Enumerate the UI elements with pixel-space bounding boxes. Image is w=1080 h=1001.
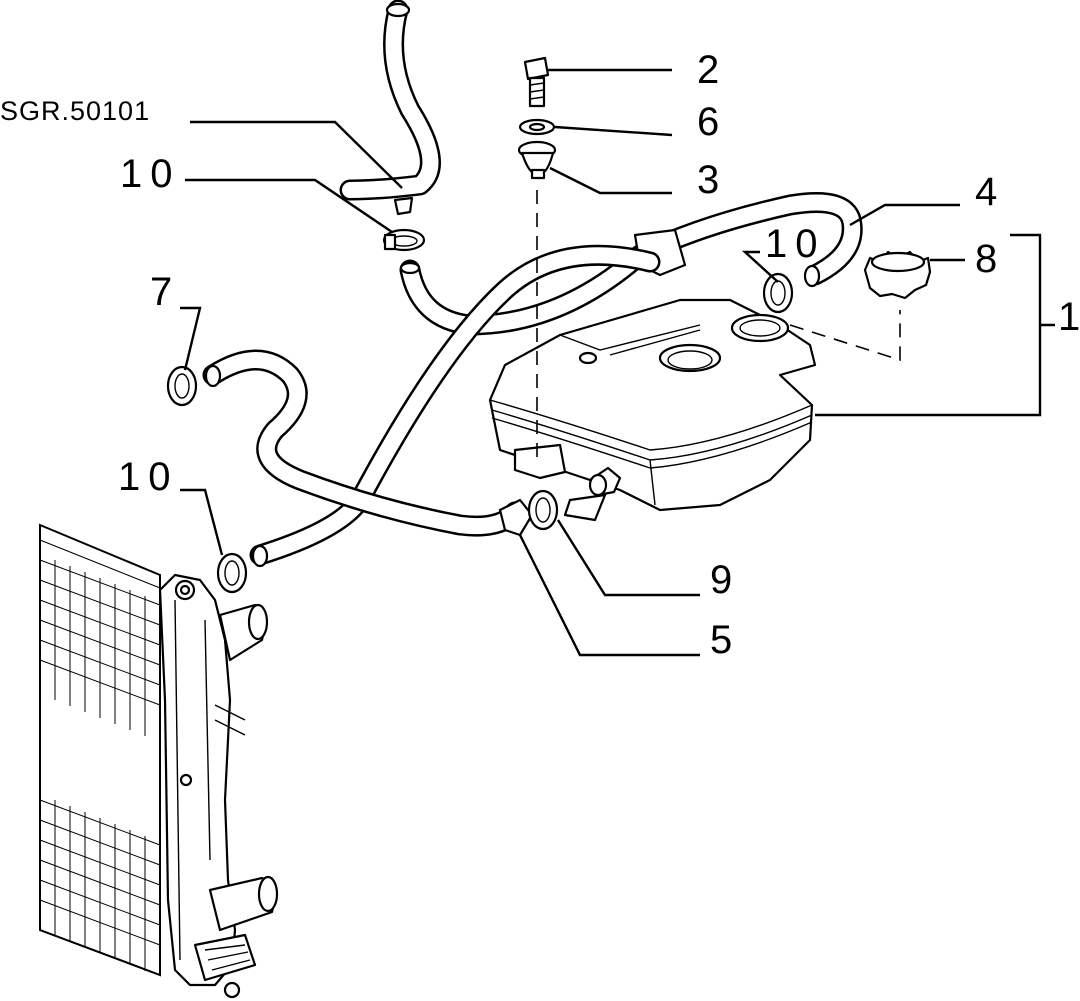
radiator	[39, 523, 279, 999]
callout-10-top: 10	[120, 152, 181, 196]
cap-8	[863, 250, 932, 300]
bolt-2	[523, 56, 550, 108]
callout-10-right: 10	[765, 222, 826, 266]
reference-label: SGR.50101	[0, 96, 150, 126]
callout-3: 3	[697, 158, 719, 202]
expansion-tank	[488, 298, 817, 522]
callout-6: 6	[697, 100, 719, 144]
radiator-core	[39, 523, 161, 977]
clamp-7	[166, 365, 198, 407]
clamp-9	[527, 489, 559, 531]
callout-5: 5	[710, 618, 732, 662]
callout-9: 9	[710, 558, 732, 602]
callout-8: 8	[975, 237, 997, 281]
clamp-10-right	[762, 272, 794, 314]
clamp-10-top	[382, 228, 426, 252]
callout-10-lower: 10	[118, 455, 179, 499]
leader-lines	[180, 68, 1055, 657]
callout-4: 4	[975, 170, 997, 214]
callout-1: 1	[1058, 295, 1080, 339]
branch-hose	[249, 244, 661, 568]
callout-2: 2	[697, 48, 719, 92]
clamp-10-lower	[216, 552, 248, 594]
hose-5	[202, 349, 534, 537]
callout-7: 7	[150, 270, 172, 314]
washer-6	[518, 118, 556, 136]
grommet-3	[517, 140, 557, 180]
upper-hose-sgr-50101	[339, 0, 441, 216]
